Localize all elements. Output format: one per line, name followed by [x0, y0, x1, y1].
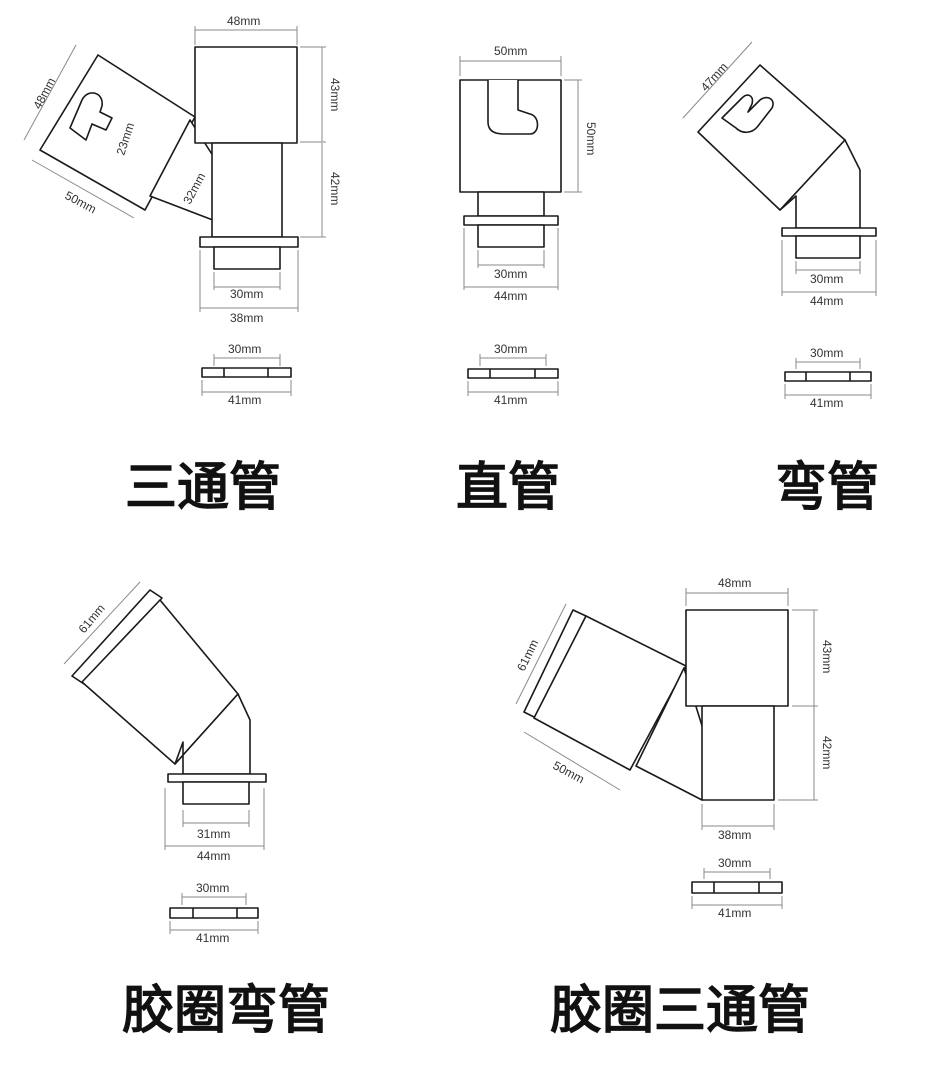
straight-label-outlet-width: 30mm	[494, 267, 527, 281]
straight-outlet	[477, 224, 545, 248]
ring-elbow-label-outlet-width: 31mm	[197, 827, 230, 841]
straight-title: 直管	[456, 458, 560, 518]
ring-elbow-label-flange-width: 44mm	[197, 849, 230, 863]
straight-rubber-ring	[467, 354, 559, 396]
straight-label-flange-width: 44mm	[494, 289, 527, 303]
diagram-elbow-pipe: 47mm 30mm 44mm 30mm 41mm 弯管	[682, 41, 879, 518]
tee-label-outlet-width: 30mm	[230, 287, 263, 301]
tee-ring-outer-label: 41mm	[228, 393, 261, 407]
straight-stem	[477, 191, 545, 217]
tee-label-flange-width: 38mm	[230, 311, 263, 325]
tee-cup-slot	[69, 92, 113, 141]
ring-elbow-flange	[167, 773, 267, 783]
straight-dimension-lines	[459, 56, 582, 290]
ring-tee-label-cup-height: 43mm	[820, 640, 834, 673]
ring-tee-label-stem-width: 38mm	[718, 828, 751, 842]
ring-tee-label-stem-height: 42mm	[820, 736, 834, 769]
tee-top-cup	[194, 46, 298, 144]
ring-elbow-rubber-ring	[169, 893, 259, 934]
ring-tee-rubber-ring	[691, 868, 783, 909]
straight-label-width: 50mm	[494, 44, 527, 58]
diagram-ring-elbow: 61mm 31mm 44mm 30mm 41mm 胶圈弯管	[63, 581, 330, 1041]
straight-flange	[463, 215, 559, 226]
ring-tee-title: 胶圈三通管	[550, 981, 810, 1041]
tee-stem	[211, 142, 283, 238]
elbow-label-side: 47mm	[698, 60, 731, 94]
elbow-outlet	[795, 235, 861, 259]
diagram-tee-pipe: 48mm 43mm 42mm 48mm 23mm 32mm 50mm 30mm …	[23, 14, 342, 518]
straight-ring-inner-label: 30mm	[494, 342, 527, 356]
elbow-label-outlet-width: 30mm	[810, 272, 843, 286]
ring-tee-label-angled-width: 50mm	[551, 758, 587, 786]
ring-tee-stem	[701, 705, 775, 801]
diagram-straight-pipe: 50mm 50mm 30mm 44mm 30mm 41mm 直管	[456, 44, 598, 518]
ring-elbow-label-lip: 61mm	[76, 601, 108, 636]
tee-label-angled-side: 48mm	[30, 75, 58, 111]
tee-dimension-lines	[23, 26, 326, 312]
elbow-dimension-lines	[682, 41, 877, 296]
tee-rubber-ring	[201, 354, 292, 396]
straight-label-height: 50mm	[584, 122, 598, 155]
ring-tee-top-cup	[685, 609, 789, 707]
ring-tee-ring-outer-label: 41mm	[718, 906, 751, 920]
elbow-cup-slot	[721, 94, 774, 134]
elbow-flange	[781, 227, 877, 237]
tee-outlet	[213, 246, 281, 270]
ring-elbow-title: 胶圈弯管	[122, 981, 330, 1041]
ring-tee-dimension-lines	[515, 588, 818, 830]
elbow-ring-outer-label: 41mm	[810, 396, 843, 410]
ring-tee-label-lip: 61mm	[514, 637, 541, 673]
straight-ring-outer-label: 41mm	[494, 393, 527, 407]
tee-angled-cup	[39, 54, 196, 211]
elbow-label-flange-width: 44mm	[810, 294, 843, 308]
elbow-ring-inner-label: 30mm	[810, 346, 843, 360]
tee-label-cup-height: 43mm	[328, 78, 342, 111]
straight-cup-slot	[487, 80, 539, 135]
ring-elbow-ring-outer-label: 41mm	[196, 931, 229, 945]
ring-tee-ring-inner-label: 30mm	[718, 856, 751, 870]
ring-elbow-outlet	[182, 781, 250, 805]
tee-title: 三通管	[125, 458, 281, 518]
elbow-rubber-ring	[784, 358, 872, 399]
tee-label-angled-width: 50mm	[63, 188, 99, 216]
ring-tee-label-top-width: 48mm	[718, 576, 751, 590]
tee-ring-inner-label: 30mm	[228, 342, 261, 356]
tee-flange	[199, 236, 299, 248]
ring-tee-cup	[533, 615, 687, 771]
elbow-title: 弯管	[775, 458, 879, 518]
diagram-ring-tee: 48mm 43mm 42mm 61mm 50mm 38mm 30mm 41mm …	[514, 576, 834, 1041]
ring-elbow-ring-inner-label: 30mm	[196, 881, 229, 895]
tee-label-top-width: 48mm	[227, 14, 260, 28]
ring-elbow-dimension-lines	[63, 581, 265, 850]
tee-label-stem-height: 42mm	[328, 172, 342, 205]
